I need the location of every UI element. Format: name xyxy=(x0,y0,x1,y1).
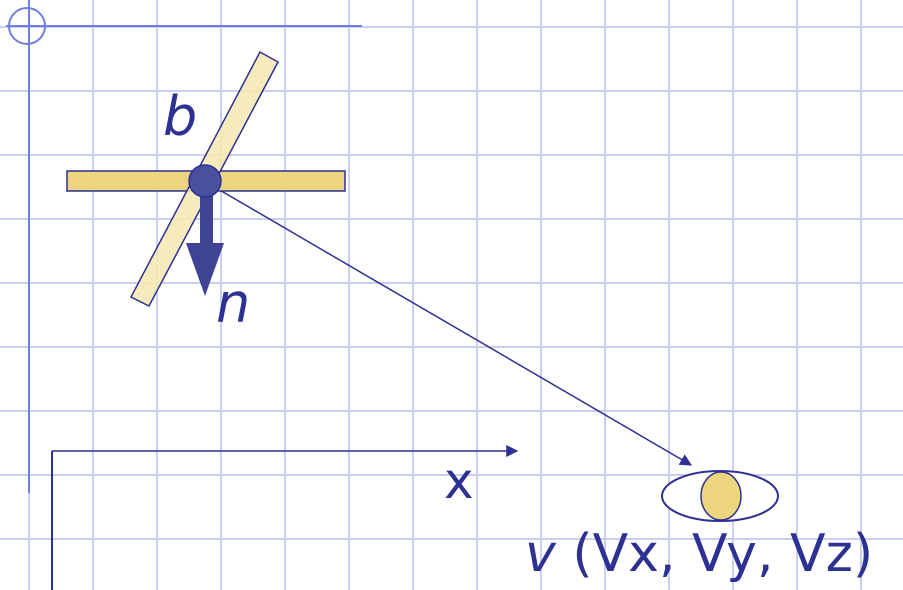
frame-corner-circle xyxy=(8,7,46,45)
viewer-coordinates: (Vx, Vy, Vz) xyxy=(572,524,874,584)
viewer-label: v (Vx, Vy, Vz) xyxy=(525,528,873,580)
surface-point-dot xyxy=(188,164,222,198)
label-b: b xyxy=(163,85,198,148)
eye-pupil xyxy=(700,471,742,521)
label-n: n xyxy=(216,272,251,335)
normal-arrow-head xyxy=(186,243,224,296)
label-x-axis: x xyxy=(444,452,474,510)
viewer-variable: v xyxy=(525,524,556,584)
normal-arrow-shaft xyxy=(200,196,213,244)
view-vector-arrow xyxy=(205,181,693,466)
